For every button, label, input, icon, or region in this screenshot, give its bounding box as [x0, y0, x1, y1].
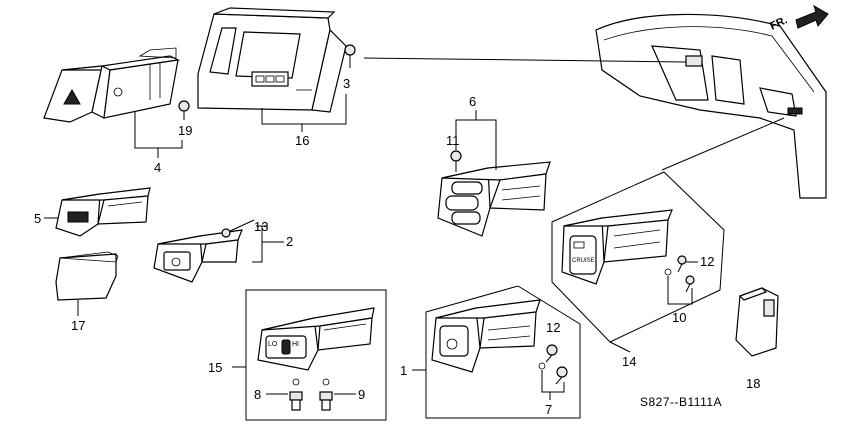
callout-5: 5 [34, 211, 41, 226]
callout-14: 14 [622, 354, 636, 369]
lo-marking: LO [268, 341, 278, 348]
group-outline-1 [425, 285, 581, 419]
callout-4: 4 [154, 160, 161, 175]
screw-3 [344, 44, 356, 68]
leader-display-to-dash [363, 57, 687, 63]
screws-14-group [664, 255, 695, 293]
front-direction-arrow-icon [795, 4, 829, 29]
callout-12-lower: 12 [546, 320, 560, 335]
callout-18: 18 [746, 376, 760, 391]
blank-cover-17 [55, 251, 119, 301]
screw-19 [178, 100, 190, 120]
front-direction-label: FR. [768, 14, 789, 32]
diagram-code: S827--B1111A [640, 395, 722, 409]
callout-3: 3 [343, 76, 350, 91]
hi-marking: HI [292, 341, 299, 348]
group-outline-15 [245, 289, 387, 421]
callout-15: 15 [208, 360, 222, 375]
cruise-marking: CRUISE [572, 258, 595, 264]
callout-17: 17 [71, 318, 85, 333]
cruise-switch-assembly: CRUISE [561, 209, 673, 285]
switch-2 [153, 229, 243, 283]
callout-8: 8 [254, 387, 261, 402]
mirror-switch-assembly [437, 161, 551, 237]
callout-19: 19 [178, 123, 192, 138]
switch-5 [55, 187, 151, 237]
callout-7: 7 [545, 402, 552, 417]
screw-13 [221, 219, 255, 238]
callout-16: 16 [295, 133, 309, 148]
callout-9: 9 [358, 387, 365, 402]
screws-1-group [538, 344, 568, 385]
display-panel-assembly [197, 7, 347, 113]
hazard-switch-assembly [43, 47, 180, 123]
dashboard-assembly [595, 13, 827, 199]
leveling-switch-assembly: LO HI [257, 307, 375, 371]
callout-10: 10 [672, 310, 686, 325]
callout-1: 1 [400, 363, 407, 378]
group-outline-14 [551, 171, 725, 343]
callout-11: 11 [446, 133, 460, 148]
knob-8 [289, 378, 303, 411]
knob-9 [319, 378, 333, 411]
callout-13: 13 [254, 219, 268, 234]
callout-6: 6 [469, 94, 476, 109]
callout-12-upper: 12 [700, 254, 714, 269]
leader-switch-to-dash [661, 117, 785, 171]
hazard-triangle-icon [63, 88, 81, 105]
fog-light-switch-assembly [431, 299, 541, 373]
screw-11 [450, 150, 462, 172]
blank-cover-18 [735, 287, 779, 357]
callout-2: 2 [286, 234, 293, 249]
